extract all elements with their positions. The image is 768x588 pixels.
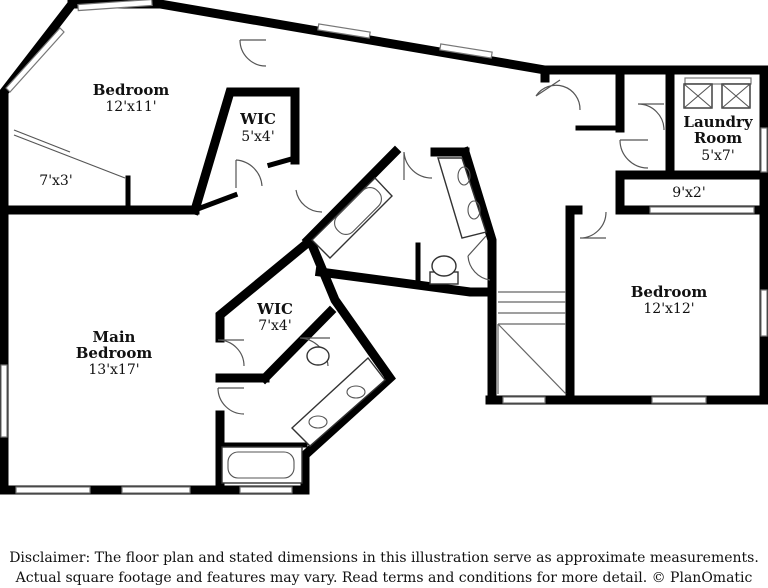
closet-2-dims: 9'x2' (672, 185, 705, 201)
main-bedroom-name: Main (93, 328, 136, 346)
disclaimer: Disclaimer: The floor plan and stated di… (0, 548, 768, 588)
laundry-dims: 5'x7' (701, 148, 734, 164)
laundry-name-2: Room (694, 129, 742, 147)
wic-1-dims: 5'x4' (241, 129, 274, 145)
master-vanity (290, 356, 386, 447)
windows (0, 0, 768, 494)
exterior-walls (0, 0, 768, 495)
hall-tub (311, 176, 393, 259)
bedroom-2-name: Bedroom (631, 283, 708, 301)
wic-1-name: WIC (239, 110, 276, 128)
disclaimer-line-2: Actual square footage and features may v… (15, 570, 753, 586)
bedroom-1-name: Bedroom (93, 81, 170, 99)
disclaimer-line-1: Disclaimer: The floor plan and stated di… (9, 550, 759, 566)
laundry-name: Laundry (683, 113, 753, 131)
hall-toilet (429, 255, 459, 285)
fixtures (221, 83, 751, 484)
master-tub (221, 446, 303, 484)
main-bedroom-dims: 13'x17' (88, 362, 139, 378)
bedroom-2-dims: 12'x12' (643, 301, 694, 317)
doors (13, 39, 665, 415)
bedroom-1-dims: 12'x11' (105, 99, 156, 115)
interior-walls (5, 65, 768, 495)
main-bedroom-name-2: Bedroom (76, 344, 153, 362)
hall-vanity (437, 157, 487, 239)
closet-1-dims: 7'x3' (39, 173, 72, 189)
floor-plan: Bedroom 12'x11' WIC 5'x4' 7'x3' Laundry … (0, 0, 768, 495)
room-labels: Bedroom 12'x11' WIC 5'x4' 7'x3' Laundry … (39, 81, 754, 378)
staircase (497, 291, 567, 395)
master-toilet (306, 346, 330, 366)
wic-2-name: WIC (256, 300, 293, 318)
laundry-machines (683, 83, 751, 109)
wic-2-dims: 7'x4' (258, 318, 291, 334)
